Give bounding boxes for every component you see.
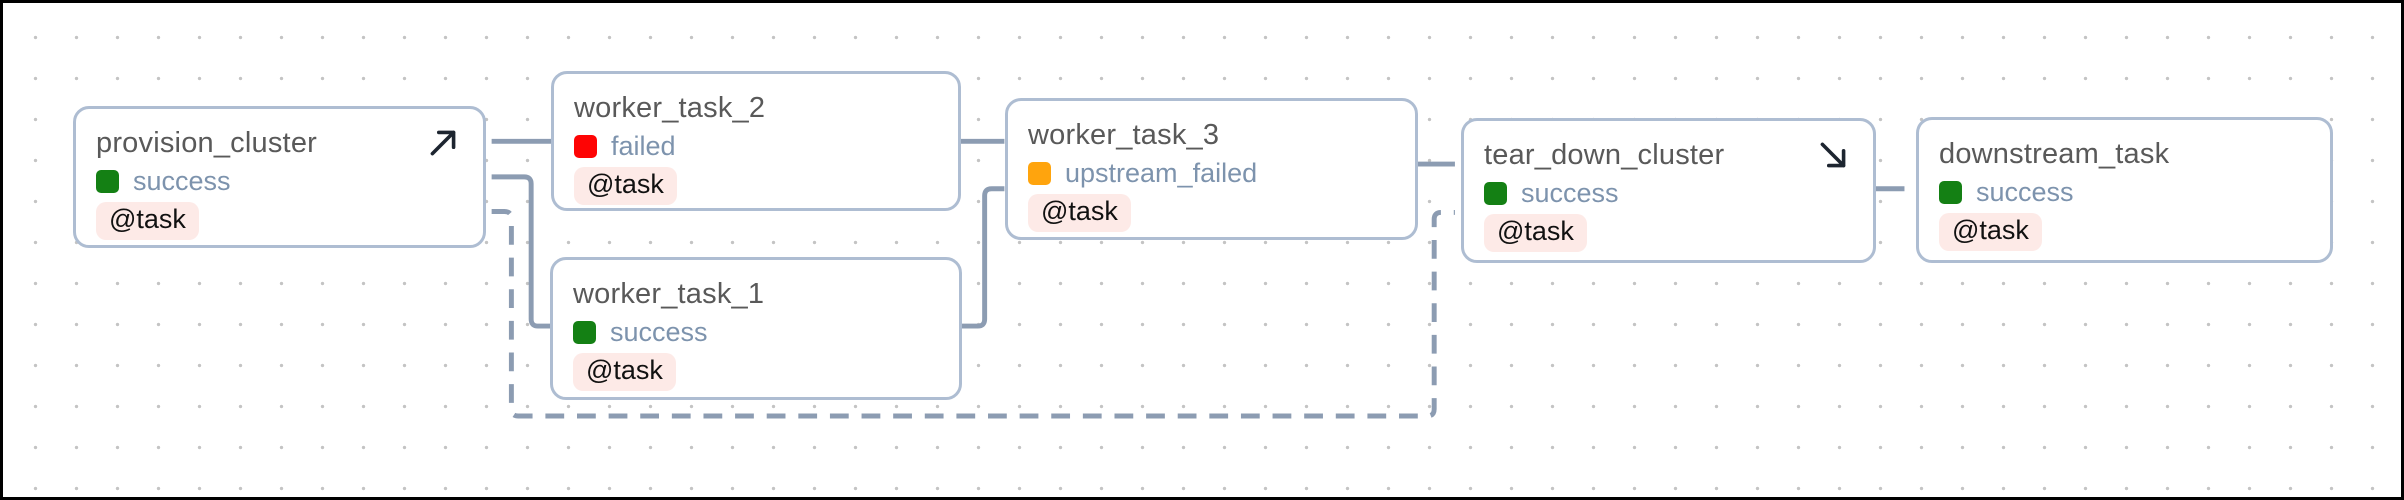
- status-label: success: [133, 165, 231, 196]
- task-node-worker-task-2[interactable]: worker_task_2 failed @task: [551, 71, 961, 211]
- task-node-worker-task-1[interactable]: worker_task_1 success @task: [550, 257, 962, 400]
- task-decorator-badge: @task: [574, 167, 677, 205]
- task-title: downstream_task: [1939, 137, 2170, 170]
- status-color-swatch: [96, 169, 119, 193]
- task-title: worker_task_3: [1028, 118, 1220, 151]
- task-decorator-badge: @task: [1028, 194, 1131, 232]
- task-node-downstream-task[interactable]: downstream_task success @task: [1916, 117, 2333, 263]
- edge-worker_task_1-worker_task_3: [961, 186, 1005, 329]
- task-decorator-badge: @task: [96, 202, 199, 240]
- task-node-worker-task-3[interactable]: worker_task_3 upstream_failed @task: [1005, 98, 1418, 240]
- status-color-swatch: [574, 134, 597, 158]
- status-color-swatch: [573, 320, 596, 344]
- setup-arrow-up-right-icon: [430, 130, 456, 156]
- task-title: worker_task_2: [574, 91, 766, 124]
- status-label: success: [1521, 177, 1619, 208]
- status-color-swatch: [1939, 180, 1962, 204]
- edge-provision_cluster-tear_down_cluster-setup-teardown: [491, 208, 1455, 419]
- task-node-provision-cluster[interactable]: provision_cluster success @task: [73, 106, 486, 248]
- status-color-swatch: [1028, 161, 1051, 185]
- status-label: success: [1976, 176, 2074, 207]
- task-node-tear-down-cluster[interactable]: tear_down_cluster success @task: [1461, 118, 1876, 263]
- teardown-arrow-down-right-icon: [1820, 142, 1846, 168]
- task-decorator-badge: @task: [1939, 213, 2042, 251]
- task-title: worker_task_1: [573, 277, 765, 310]
- task-decorator-badge: @task: [1484, 214, 1587, 252]
- status-color-swatch: [1484, 181, 1507, 205]
- task-title: provision_cluster: [96, 126, 317, 159]
- task-decorator-badge: @task: [573, 353, 676, 391]
- status-label: success: [610, 316, 708, 347]
- status-label: failed: [611, 130, 676, 161]
- edge-provision_cluster-worker_task_1: [491, 174, 555, 329]
- task-title: tear_down_cluster: [1484, 138, 1725, 171]
- status-label: upstream_failed: [1065, 157, 1258, 188]
